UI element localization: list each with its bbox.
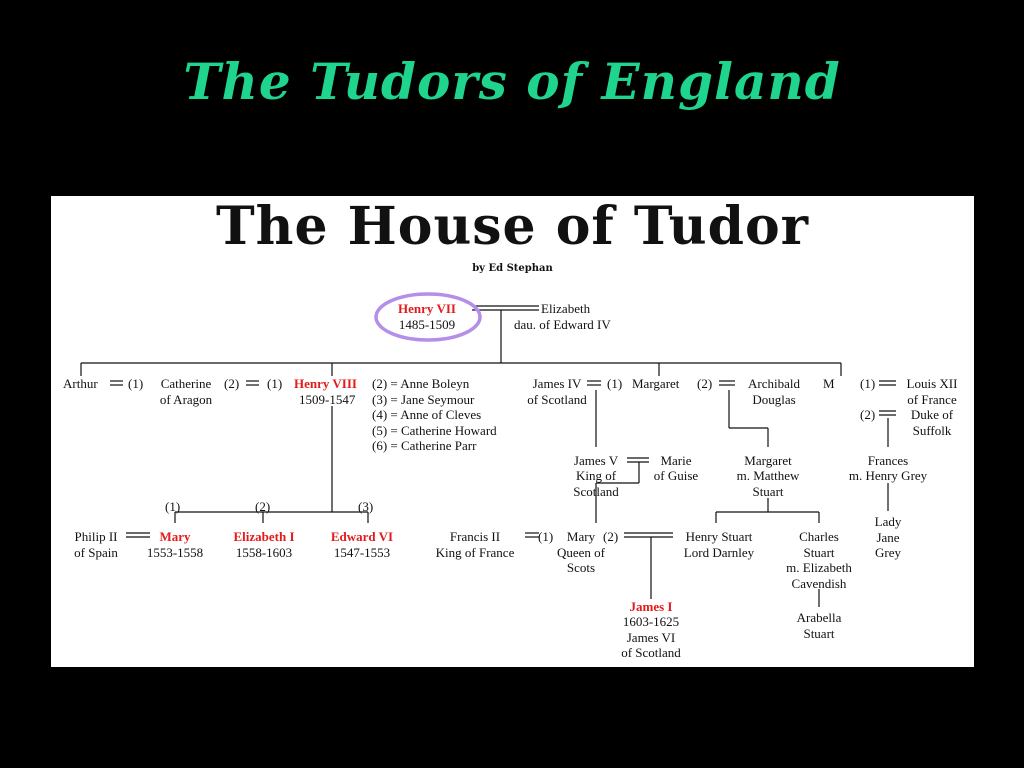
arabella-2: Stuart bbox=[803, 626, 835, 641]
duke-suffolk-1: Duke of bbox=[910, 407, 954, 422]
archibald-2: Douglas bbox=[752, 392, 796, 407]
marriage-number: (1) bbox=[165, 499, 181, 514]
margaret-douglas-1: Margaret bbox=[744, 453, 792, 468]
catherine-aragon-1: Catherine bbox=[160, 376, 212, 391]
charles-stuart-2: Stuart bbox=[803, 545, 835, 560]
marriage-number: (2) bbox=[224, 376, 240, 391]
james5-2: King of bbox=[575, 468, 617, 483]
marriage-number: (1) bbox=[607, 376, 623, 391]
james1-name: James I bbox=[629, 599, 673, 614]
louis12-2: of France bbox=[907, 392, 957, 407]
james5-3: Scotland bbox=[573, 484, 619, 499]
lady-jane-2: Jane bbox=[876, 530, 900, 545]
highlight-circle-henry7 bbox=[374, 292, 482, 342]
archibald-1: Archibald bbox=[748, 376, 800, 391]
frances-1: Frances bbox=[867, 453, 909, 468]
charles-stuart-4: Cavendish bbox=[791, 576, 847, 591]
henry8-wife: (2) = Anne Boleyn bbox=[372, 376, 470, 391]
frances-2: m. Henry Grey bbox=[848, 468, 928, 483]
marie-guise-1: Marie bbox=[660, 453, 692, 468]
louis12-1: Louis XII bbox=[906, 376, 958, 391]
marie-guise-2: of Guise bbox=[653, 468, 699, 483]
marriage-number: (2) bbox=[860, 407, 876, 422]
slide-title: The Tudors of England bbox=[183, 52, 841, 111]
james1-years: 1603-1625 bbox=[622, 614, 680, 629]
james4-2: of Scotland bbox=[527, 392, 587, 407]
henry7-years: 1485-1509 bbox=[398, 317, 456, 332]
family-tree-panel: The House of Tudor by Ed Stephan Henry V… bbox=[51, 196, 974, 667]
mary-scots-2: Queen of bbox=[556, 545, 605, 560]
mary-tudor: M bbox=[823, 376, 835, 391]
edward6-name: Edward VI bbox=[330, 529, 394, 544]
elizabeth-york-desc: dau. of Edward IV bbox=[514, 317, 611, 332]
philip2-1: Philip II bbox=[74, 529, 118, 544]
marriage-number: (2) bbox=[697, 376, 713, 391]
edward6-years: 1547-1553 bbox=[333, 545, 391, 560]
duke-suffolk-2: Suffolk bbox=[912, 423, 952, 438]
charles-stuart-1: Charles bbox=[799, 529, 839, 544]
elizabeth1-years: 1558-1603 bbox=[235, 545, 293, 560]
henry-stuart-1: Henry Stuart bbox=[685, 529, 753, 544]
henry-stuart-2: Lord Darnley bbox=[683, 545, 755, 560]
henry8-years: 1509-1547 bbox=[299, 392, 356, 407]
catherine-aragon-2: of Aragon bbox=[159, 392, 213, 407]
elizabeth-york-name: Elizabeth bbox=[541, 301, 591, 316]
mary1-years: 1553-1558 bbox=[146, 545, 204, 560]
elizabeth1-name: Elizabeth I bbox=[233, 529, 295, 544]
henry8-wife: (3) = Jane Seymour bbox=[372, 392, 475, 407]
margaret-douglas-2: m. Matthew bbox=[736, 468, 800, 483]
marriage-number: (1) bbox=[267, 376, 283, 391]
philip2-2: of Spain bbox=[74, 545, 118, 560]
henry8-wife: (6) = Catherine Parr bbox=[372, 438, 477, 453]
marriage-number: (2) bbox=[603, 529, 619, 544]
henry8-name: Henry VIII bbox=[294, 376, 357, 391]
francis2-1: Francis II bbox=[449, 529, 501, 544]
arthur: Arthur bbox=[63, 376, 98, 391]
henry8-wife: (4) = Anne of Cleves bbox=[372, 407, 482, 422]
marriage-number: (1) bbox=[128, 376, 144, 391]
james1-3: James VI bbox=[626, 630, 676, 645]
james5-1: James V bbox=[573, 453, 619, 468]
byline: by Ed Stephan bbox=[472, 263, 553, 274]
margaret-tudor: Margaret bbox=[632, 376, 680, 391]
margaret-douglas-3: Stuart bbox=[752, 484, 784, 499]
marriage-number: (1) bbox=[538, 529, 554, 544]
mary1-name: Mary bbox=[159, 529, 191, 544]
arabella-1: Arabella bbox=[796, 610, 842, 625]
charles-stuart-3: m. Elizabeth bbox=[786, 560, 852, 575]
mary-scots-1: Mary bbox=[566, 529, 596, 544]
lady-jane-3: Grey bbox=[875, 545, 901, 560]
marriage-number: (1) bbox=[860, 376, 876, 391]
henry7-name: Henry VII bbox=[398, 301, 456, 316]
marriage-number: (3) bbox=[358, 499, 374, 514]
chart-title: The House of Tudor bbox=[215, 196, 810, 257]
francis2-2: King of France bbox=[435, 545, 515, 560]
mary-scots-3: Scots bbox=[566, 560, 596, 575]
james1-4: of Scotland bbox=[621, 645, 681, 660]
lady-jane-1: Lady bbox=[874, 514, 902, 529]
marriage-number: (2) bbox=[255, 499, 271, 514]
henry8-wife: (5) = Catherine Howard bbox=[372, 423, 497, 438]
tree-lines bbox=[80, 292, 896, 607]
james4-1: James IV bbox=[532, 376, 582, 391]
